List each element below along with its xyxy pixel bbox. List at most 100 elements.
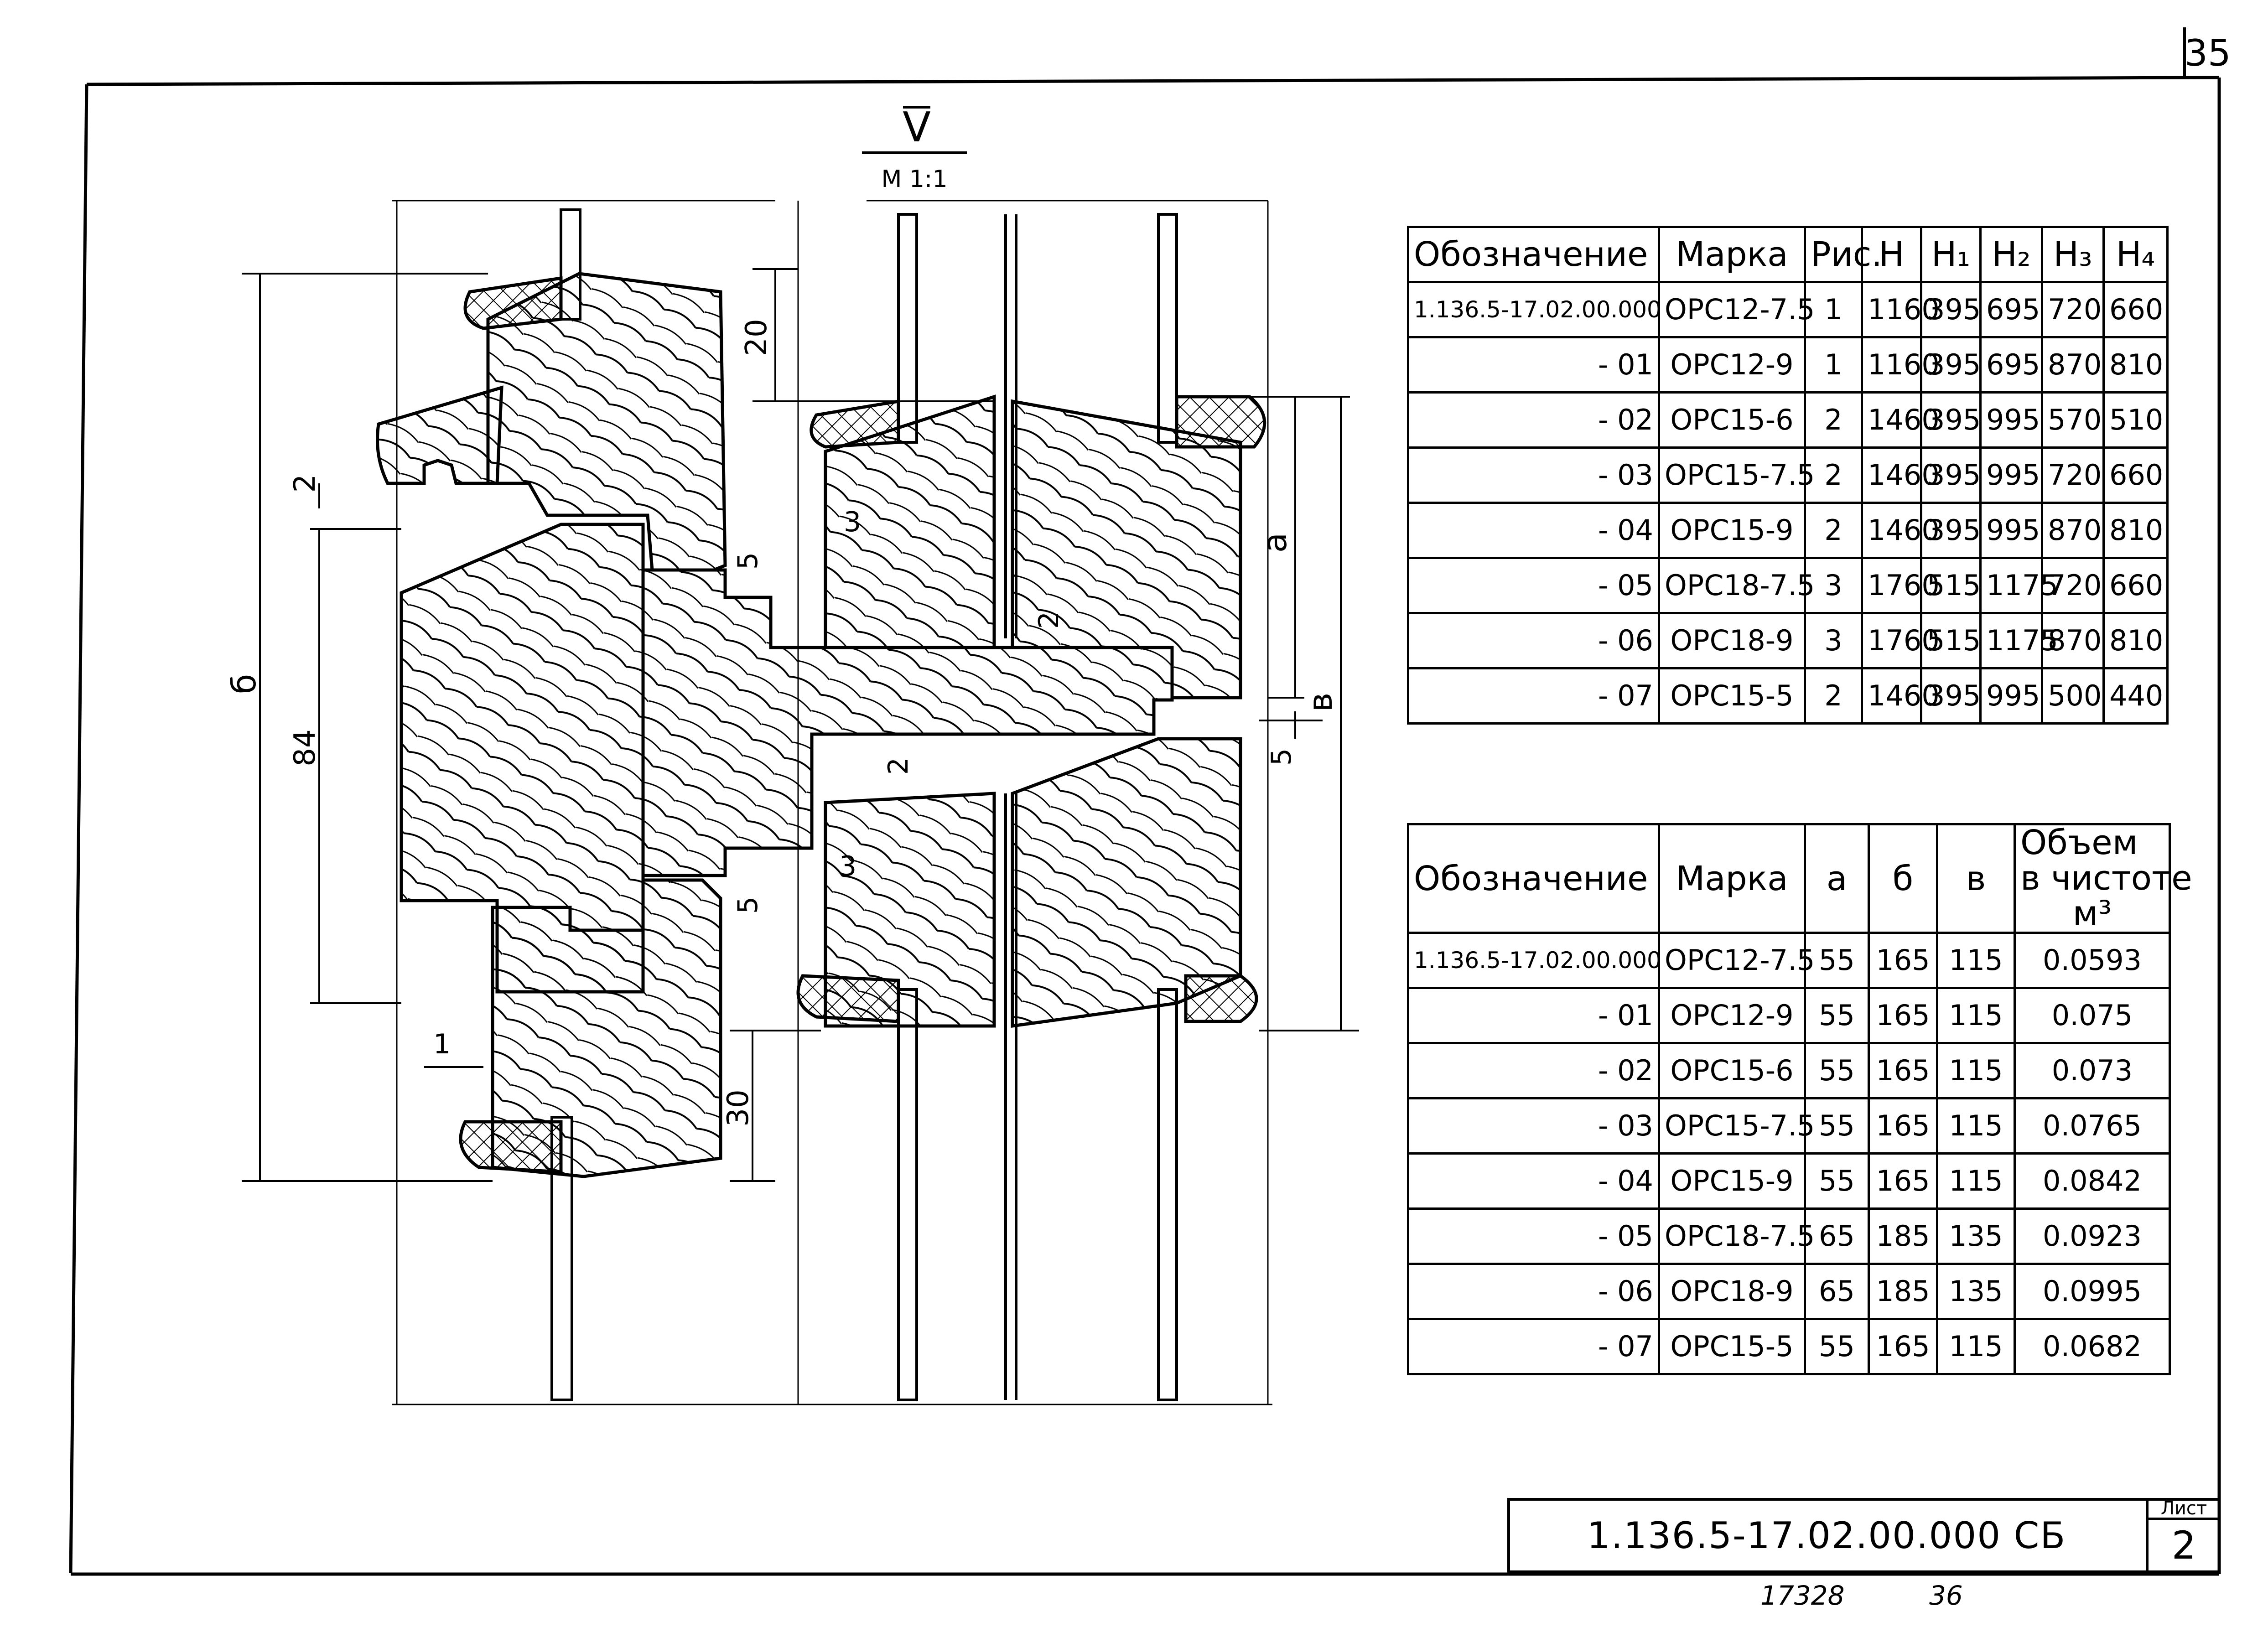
table-cell: - 05 (1407, 557, 1660, 614)
table-cell: 55 (1804, 932, 1870, 990)
table-cell: 500 (2041, 667, 2105, 725)
header-cell: Рис. (1804, 226, 1882, 283)
dim-v: в (1301, 693, 1339, 712)
table-cell: 995 (1979, 667, 2043, 725)
profile-main-frame (400, 523, 1174, 994)
table-cell: 165 (1868, 1042, 1938, 1100)
dim-total: б (225, 674, 263, 694)
dim-5-bot: 5 (732, 896, 764, 914)
sheet-label: Лист (2149, 1498, 2219, 1520)
dim-3-bot: 3 (839, 850, 856, 882)
table-cell: ОРС15-5 (1658, 667, 1806, 725)
section-label: V (903, 104, 931, 151)
table-cell: - 01 (1407, 987, 1660, 1045)
table-header: Обозначение Марка a б в Объем в чистоте … (1407, 823, 2192, 934)
table-cell: 395 (1920, 446, 1982, 504)
header-cell: Марка (1658, 226, 1806, 283)
table-cell: 0.073 (2014, 1042, 2171, 1100)
dim-20: 20 (740, 319, 773, 356)
table-cell: 570 (2041, 391, 2105, 449)
header-cell: б (1868, 823, 1938, 934)
table-cell: ОРС15-6 (1658, 391, 1806, 449)
table-cell: 1.136.5-17.02.00.000 (1407, 932, 1661, 990)
table-cell: 165 (1868, 1097, 1938, 1155)
document-code: 1.136.5-17.02.00.000 СБ (1587, 1514, 2066, 1557)
table-cell: 185 (1868, 1263, 1938, 1321)
table-cell: 115 (1936, 1152, 2016, 1210)
table-cell: - 06 (1407, 612, 1660, 669)
table-cell: 1760 (1861, 557, 1940, 614)
table-cell: 3 (1804, 557, 1863, 614)
construction-lines (392, 200, 1272, 1405)
table-cell: 165 (1868, 1152, 1938, 1210)
table-cell: 995 (1979, 446, 2043, 504)
table-cell: 165 (1868, 1318, 1938, 1376)
header-cell: Марка (1658, 823, 1806, 934)
table-cell: 1 (1804, 336, 1863, 394)
table-cell: 1175 (1979, 612, 2058, 669)
table-cell: ОРС12-7.5 (1658, 281, 1815, 338)
table-cell: - 06 (1407, 1263, 1660, 1321)
table-cell: ОРС15-9 (1658, 1152, 1806, 1210)
table-cell: 1175 (1979, 557, 2058, 614)
header-cell: Обозначение (1407, 226, 1660, 283)
table-dimensions-volume: Обозначение Марка a б в Объем в чистоте … (1407, 823, 2192, 1376)
table-cell: 720 (2041, 446, 2105, 504)
table-cell: ОРС15-7.5 (1658, 446, 1815, 504)
table-cell: 0.0765 (2014, 1097, 2171, 1155)
sheet-number: 2 (2171, 1523, 2196, 1568)
table-cell: 810 (2102, 336, 2169, 394)
table-cell: 1160 (1861, 336, 1940, 394)
table-cell: 0.0923 (2014, 1207, 2171, 1265)
table-cell: 135 (1936, 1207, 2016, 1265)
table-cell: ОРС12-9 (1658, 336, 1806, 394)
table-cell: ОРС15-9 (1658, 502, 1806, 559)
table-cell: 165 (1868, 987, 1938, 1045)
header-cell: H₃ (2041, 226, 2105, 283)
table-cell: 870 (2041, 612, 2105, 669)
table-cell: 2 (1804, 667, 1863, 725)
table-cell: 660 (2102, 446, 2169, 504)
table-cell: ОРС18-7.5 (1658, 557, 1815, 614)
table-cell: 2 (1804, 446, 1863, 504)
table-cell: 515 (1920, 557, 1982, 614)
table-cell: 1460 (1861, 391, 1940, 449)
header-cell: H (1861, 226, 1922, 283)
table-cell: 1760 (1861, 612, 1940, 669)
table-cell: - 05 (1407, 1207, 1660, 1265)
table-cell: 1460 (1861, 446, 1940, 504)
table-cell: 660 (2102, 281, 2169, 338)
table-cell: - 07 (1407, 1318, 1660, 1376)
header-cell: a (1804, 823, 1870, 934)
table-cell: ОРС15-5 (1658, 1318, 1806, 1376)
table-header: Обозначение Марка Рис. H H₁ H₂ H₃ H₄ (1407, 226, 2169, 283)
table-cell: 115 (1936, 1318, 2016, 1376)
table-cell: 55 (1804, 987, 1870, 1045)
table-cell: 65 (1804, 1263, 1870, 1321)
table-cell: 135 (1936, 1263, 2016, 1321)
profile-sash-lower (796, 737, 1258, 1028)
table-cell: 55 (1804, 1097, 1870, 1155)
table-cell: 810 (2102, 502, 2169, 559)
table-cell: - 04 (1407, 502, 1660, 559)
table-cell: ОРС15-6 (1658, 1042, 1806, 1100)
table-cell: - 01 (1407, 336, 1660, 394)
dim-3-top: 3 (844, 506, 861, 538)
table-cell: - 02 (1407, 391, 1660, 449)
sheet-box: Лист 2 (2146, 1498, 2219, 1573)
table-cell: 720 (2041, 557, 2105, 614)
table-cell: 515 (1920, 612, 1982, 669)
table-cell: 115 (1936, 1042, 2016, 1100)
dim-2-low: 2 (882, 757, 914, 775)
table-cell: 1460 (1861, 667, 1940, 725)
table-cell: ОРС12-9 (1658, 987, 1806, 1045)
table-cell: 720 (2041, 281, 2105, 338)
header-cell: Обозначение (1407, 823, 1660, 934)
